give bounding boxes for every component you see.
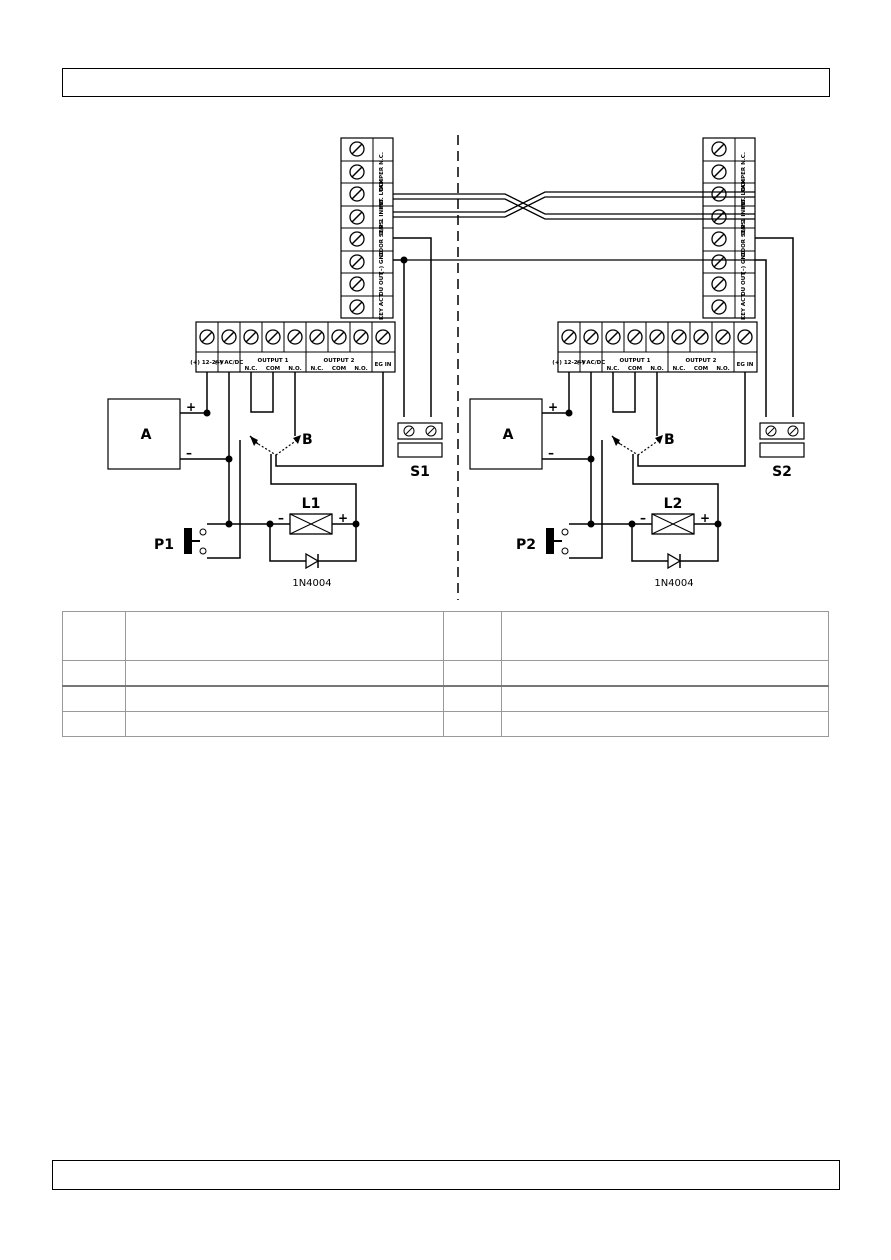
label-output1: OUTPUT 1 (258, 358, 289, 364)
label-pwr-neg: (–) AC/DC (215, 360, 244, 366)
lock-label: L1 (302, 496, 321, 512)
label-eg-in: EG IN (375, 362, 392, 368)
term-label-keyact: KEY ACT (741, 294, 747, 320)
plus-label: + (186, 400, 196, 414)
power-supply-label: A (141, 427, 152, 443)
table-cell (124, 611, 445, 661)
pushbutton-label: P2 (516, 537, 536, 553)
pushbutton (184, 528, 192, 554)
interlock-wiring-diagram: TAMPER N.C. INT. LOCK O/P 1 INHIB DOOR S… (107, 135, 805, 600)
button-b-label: B (302, 432, 313, 448)
footer-box (52, 1160, 840, 1190)
bottom-terminal-block: (+) 12-24V (–) AC/DC OUTPUT 1 N.C. COM N… (190, 321, 396, 373)
table-cell (501, 660, 829, 687)
left-controller: TAMPER N.C. INT. LOCK O/P 1 INHIB DOOR S… (107, 137, 443, 589)
table-cell (62, 660, 126, 687)
label-pwr-pos: (+) 12-24V (552, 360, 586, 366)
bottom-terminal-block: (+) 12-24V (–) AC/DC OUTPUT 1 N.C. COM N… (552, 321, 758, 373)
minus-label: – (548, 446, 554, 460)
table-row (62, 685, 829, 712)
diode (667, 552, 682, 570)
label-com2: COM (332, 366, 346, 372)
table-cell (62, 611, 126, 661)
label-com1: COM (628, 366, 642, 372)
table-cell (443, 711, 503, 737)
term-label-inhib: O/P 1 INHIB (379, 199, 385, 235)
label-no1: N.O. (288, 366, 301, 372)
minus-label: – (186, 446, 192, 460)
plus-label: + (548, 400, 558, 414)
table-cell (62, 685, 126, 712)
label-nc2: N.C. (311, 366, 324, 372)
legend-table (62, 611, 829, 737)
power-supply-label: A (503, 427, 514, 443)
sensor-label: S1 (410, 464, 430, 480)
label-nc1: N.C. (245, 366, 258, 372)
power-supply-box (469, 398, 543, 470)
lock-label: L2 (664, 496, 683, 512)
pushbutton-label: P1 (154, 537, 174, 553)
term-label-gnd: (–) GND (379, 250, 385, 274)
right-controller: TAMPER N.C. INT. LOCK O/P 1 INHIB DOOR S… (469, 137, 805, 589)
term-label-keyact: KEY ACT (379, 294, 385, 320)
table-cell (124, 711, 445, 737)
diode-label: 1N4004 (292, 578, 331, 589)
label-pwr-pos: (+) 12-24V (190, 360, 224, 366)
term-label-inhib: O/P 1 INHIB (741, 199, 747, 235)
header-box (62, 68, 830, 97)
label-com1: COM (266, 366, 280, 372)
label-no2: N.O. (716, 366, 729, 372)
diode-label: 1N4004 (654, 578, 693, 589)
button-b-label: B (664, 432, 675, 448)
table-cell (443, 685, 503, 712)
term-label-duout: DU OUT (741, 272, 747, 296)
label-output2: OUTPUT 2 (324, 358, 355, 364)
diode (305, 552, 320, 570)
power-supply-box (107, 398, 181, 470)
label-nc1: N.C. (607, 366, 620, 372)
table-cell (501, 611, 829, 661)
table-cell (124, 660, 445, 687)
top-terminal-block: TAMPER N.C. INT. LOCK O/P 1 INHIB DOOR S… (702, 137, 756, 320)
label-output2: OUTPUT 2 (686, 358, 717, 364)
table-row (62, 660, 829, 687)
table-cell (501, 711, 829, 737)
table-cell (501, 685, 829, 712)
label-output1: OUTPUT 1 (620, 358, 651, 364)
svg-text:–: – (278, 511, 284, 525)
label-no1: N.O. (650, 366, 663, 372)
svg-text:+: + (338, 511, 348, 525)
table-cell (62, 711, 126, 737)
sensor-label: S2 (772, 464, 792, 480)
term-label-tamper: TAMPER N.C. (379, 152, 385, 192)
label-no2: N.O. (354, 366, 367, 372)
interlock-cross-wires (393, 191, 755, 261)
term-label-doorsens: DOOR SENS (379, 221, 385, 257)
label-eg-in: EG IN (737, 362, 754, 368)
term-label-doorsens: DOOR SENS (741, 221, 747, 257)
svg-text:+: + (700, 511, 710, 525)
term-label-gnd: (–) GND (741, 250, 747, 274)
label-nc2: N.C. (673, 366, 686, 372)
top-terminal-block: TAMPER N.C. INT. LOCK O/P 1 INHIB DOOR S… (340, 137, 394, 320)
term-label-duout: DU OUT (379, 272, 385, 296)
table-cell (443, 660, 503, 687)
pushbutton (546, 528, 554, 554)
table-cell (443, 611, 503, 661)
svg-text:–: – (640, 511, 646, 525)
label-com2: COM (694, 366, 708, 372)
table-row (62, 711, 829, 737)
table-row (62, 611, 829, 661)
term-label-intlock: INT. LOCK (741, 178, 747, 209)
term-label-tamper: TAMPER N.C. (741, 152, 747, 192)
label-pwr-neg: (–) AC/DC (577, 360, 606, 366)
table-cell (124, 685, 445, 712)
term-label-intlock: INT. LOCK (379, 178, 385, 209)
